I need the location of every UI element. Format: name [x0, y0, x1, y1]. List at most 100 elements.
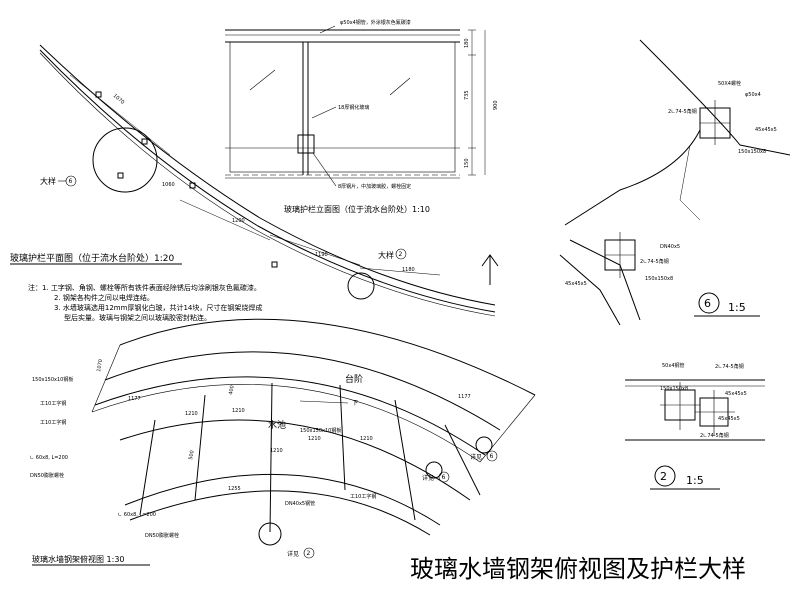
- frame-note: 150x150x10钢板: [300, 427, 341, 434]
- railing-elevation: 180 735 900 150 φ50x4钢管，外涂银灰色氟碳漆 18厚钢化玻璃…: [225, 19, 499, 214]
- d6-note: 2∟74-5角钢: [640, 258, 669, 265]
- note-line: 3. 水墙玻璃选用12mm厚钢化白玻，共计14块，尺寸在钢架烧焊成: [54, 303, 262, 312]
- radial-beam: [394, 399, 416, 521]
- frame-dim: 1177: [458, 394, 471, 400]
- note-line: 2. 钢架各构件之间以电焊连结。: [54, 293, 154, 302]
- fix-plate: [297, 134, 315, 154]
- callout-number: 6: [490, 453, 494, 460]
- steel-frame-plan: 台阶 下 水池 1070 1177 1210 1210 1210 1210 11…: [30, 318, 536, 566]
- d6-note: 50X4螺栓: [718, 80, 741, 87]
- north-arrow-icon: [481, 254, 499, 285]
- callout-number: 6: [69, 178, 73, 185]
- frame-note: 工10工字钢: [350, 493, 376, 500]
- d2-note: 45x45x5: [718, 416, 740, 422]
- d6-note: 45x45x5: [565, 281, 587, 287]
- frame-dim: 1210: [360, 436, 373, 442]
- main-title: 玻璃水墙钢架俯视图及护栏大样: [410, 555, 746, 583]
- plan-dim: 1060: [162, 182, 175, 188]
- d2-note: 50x4钢管: [662, 362, 685, 369]
- d6-note: 45x45x5: [755, 127, 777, 133]
- elev-dim: 900: [493, 100, 499, 110]
- detail-circle-large: [92, 127, 158, 193]
- callout-number: 2: [399, 251, 403, 258]
- callout-label: 大样: [40, 176, 56, 186]
- general-notes: 注：1. 工字钢、角钢、螺栓等所有铁件表面经除锈后均涂刷银灰色氟碳漆。 2. 钢…: [28, 283, 262, 322]
- d2-note: 150x150x8: [660, 386, 688, 392]
- label-step: 台阶: [345, 373, 363, 385]
- note-line: 型后实量。玻璃与钢架之间以玻璃胶密封粘连。: [64, 313, 211, 322]
- d6-note: 150x150x8: [645, 276, 673, 282]
- callout-bubble: [486, 450, 498, 462]
- plan-dim: 1180: [402, 267, 415, 273]
- d2-note: 2∟74-5角钢: [700, 432, 729, 439]
- frame-note: DN50膨胀螺栓: [145, 532, 179, 539]
- d2-note: 45x45x5: [725, 391, 747, 397]
- radial-beam: [139, 419, 156, 516]
- frame-note: DN40x5钢管: [285, 500, 315, 507]
- label-down: 下: [352, 400, 358, 407]
- frame-note: ∟ 60x8, L=200: [30, 455, 68, 461]
- frame-dim: 1210: [308, 436, 321, 442]
- frame-title: 玻璃水墙钢架俯视图 1:30: [32, 554, 125, 564]
- elev-dim: 735: [464, 90, 470, 100]
- d6-note: 2∟74-5角钢: [668, 108, 697, 115]
- post-marker: [189, 182, 196, 189]
- frame-dim: 1210: [232, 408, 245, 414]
- callout-label: 详见: [287, 550, 299, 558]
- d6-note: φ50x4: [745, 92, 761, 98]
- radial-beam: [339, 384, 346, 491]
- d2-note: 2∟74-5角钢: [715, 363, 744, 370]
- railing-plan-view: 1070 1200 1190 1180 1060 大样 6 大样 2 玻璃护栏平…: [10, 44, 499, 317]
- frame-dim: 1177: [128, 396, 141, 402]
- detail-circle-small: [347, 272, 375, 300]
- radial-beam: [444, 424, 481, 496]
- label-pool: 水池: [268, 419, 286, 431]
- detail-2: 50x4钢管 2∟74-5角钢 150x150x8 45x45x5 45x45x…: [625, 362, 765, 490]
- detail-2-number: 2: [660, 470, 667, 483]
- frame-dim: 1255: [228, 486, 241, 492]
- callout-bubble: [438, 471, 450, 483]
- note-line: 注：1. 工字钢、角钢、螺栓等所有铁件表面经除锈后均涂刷银灰色氟碳漆。: [28, 283, 261, 292]
- radial-members: [139, 382, 481, 533]
- frame-dim: 500: [188, 450, 196, 460]
- plan-dim: 1070: [112, 93, 126, 106]
- post-marker: [141, 138, 148, 145]
- plan-title: 玻璃护栏平面图（位于流水台阶处）1:20: [10, 252, 174, 264]
- radial-beam: [194, 394, 206, 501]
- frame-dim: 400: [228, 385, 236, 395]
- elev-note-glass: 18厚钢化玻璃: [338, 104, 369, 111]
- frame-dim: 1070: [96, 359, 104, 373]
- elevation-title: 玻璃护栏立面图（位于流水台阶处）1:10: [284, 204, 430, 214]
- post-marker: [95, 91, 102, 98]
- detail-6-number: 6: [704, 297, 711, 310]
- elev-note-top: φ50x4钢管，外涂银灰色氟碳漆: [340, 19, 411, 26]
- detail-6-scale: 1:5: [728, 301, 746, 314]
- detail-2-bubble: [654, 465, 676, 487]
- frame-dim: 1210: [185, 411, 198, 417]
- frame-dim: 1210: [270, 448, 283, 454]
- plan-dim: 1200: [232, 218, 245, 224]
- plan-dim: 1190: [315, 252, 328, 258]
- callout-bubble: [65, 175, 77, 187]
- frame-note: 150x150x10钢板: [32, 376, 73, 383]
- callout-number: 2: [307, 550, 311, 557]
- callout-label: 详见: [422, 474, 434, 482]
- detail-circle: [425, 461, 443, 479]
- callout-label: 详见: [470, 453, 482, 461]
- radial-beam: [269, 382, 273, 533]
- frame-note: 工10工字钢: [40, 419, 66, 426]
- callout-number: 6: [442, 474, 446, 481]
- detail-6: 50X4螺栓 2∟74-5角钢 φ50x4 45x45x5 150x150x8 …: [559, 39, 791, 326]
- d6-note: 150x150x8: [738, 149, 766, 155]
- elev-dim: 180: [464, 38, 470, 48]
- post-marker: [271, 261, 278, 268]
- frame-note: 工10工字钢: [40, 400, 66, 407]
- plan-posts: [95, 91, 278, 268]
- detail-circle: [475, 436, 493, 454]
- detail-6-bubble: [698, 292, 720, 314]
- callout-bubble: [395, 248, 407, 260]
- frame-note: DN50膨胀螺栓: [30, 472, 64, 479]
- elev-note-fix: 8厚钢片，中加玻璃胶，螺栓固定: [338, 183, 411, 190]
- glass-panel: [229, 41, 456, 173]
